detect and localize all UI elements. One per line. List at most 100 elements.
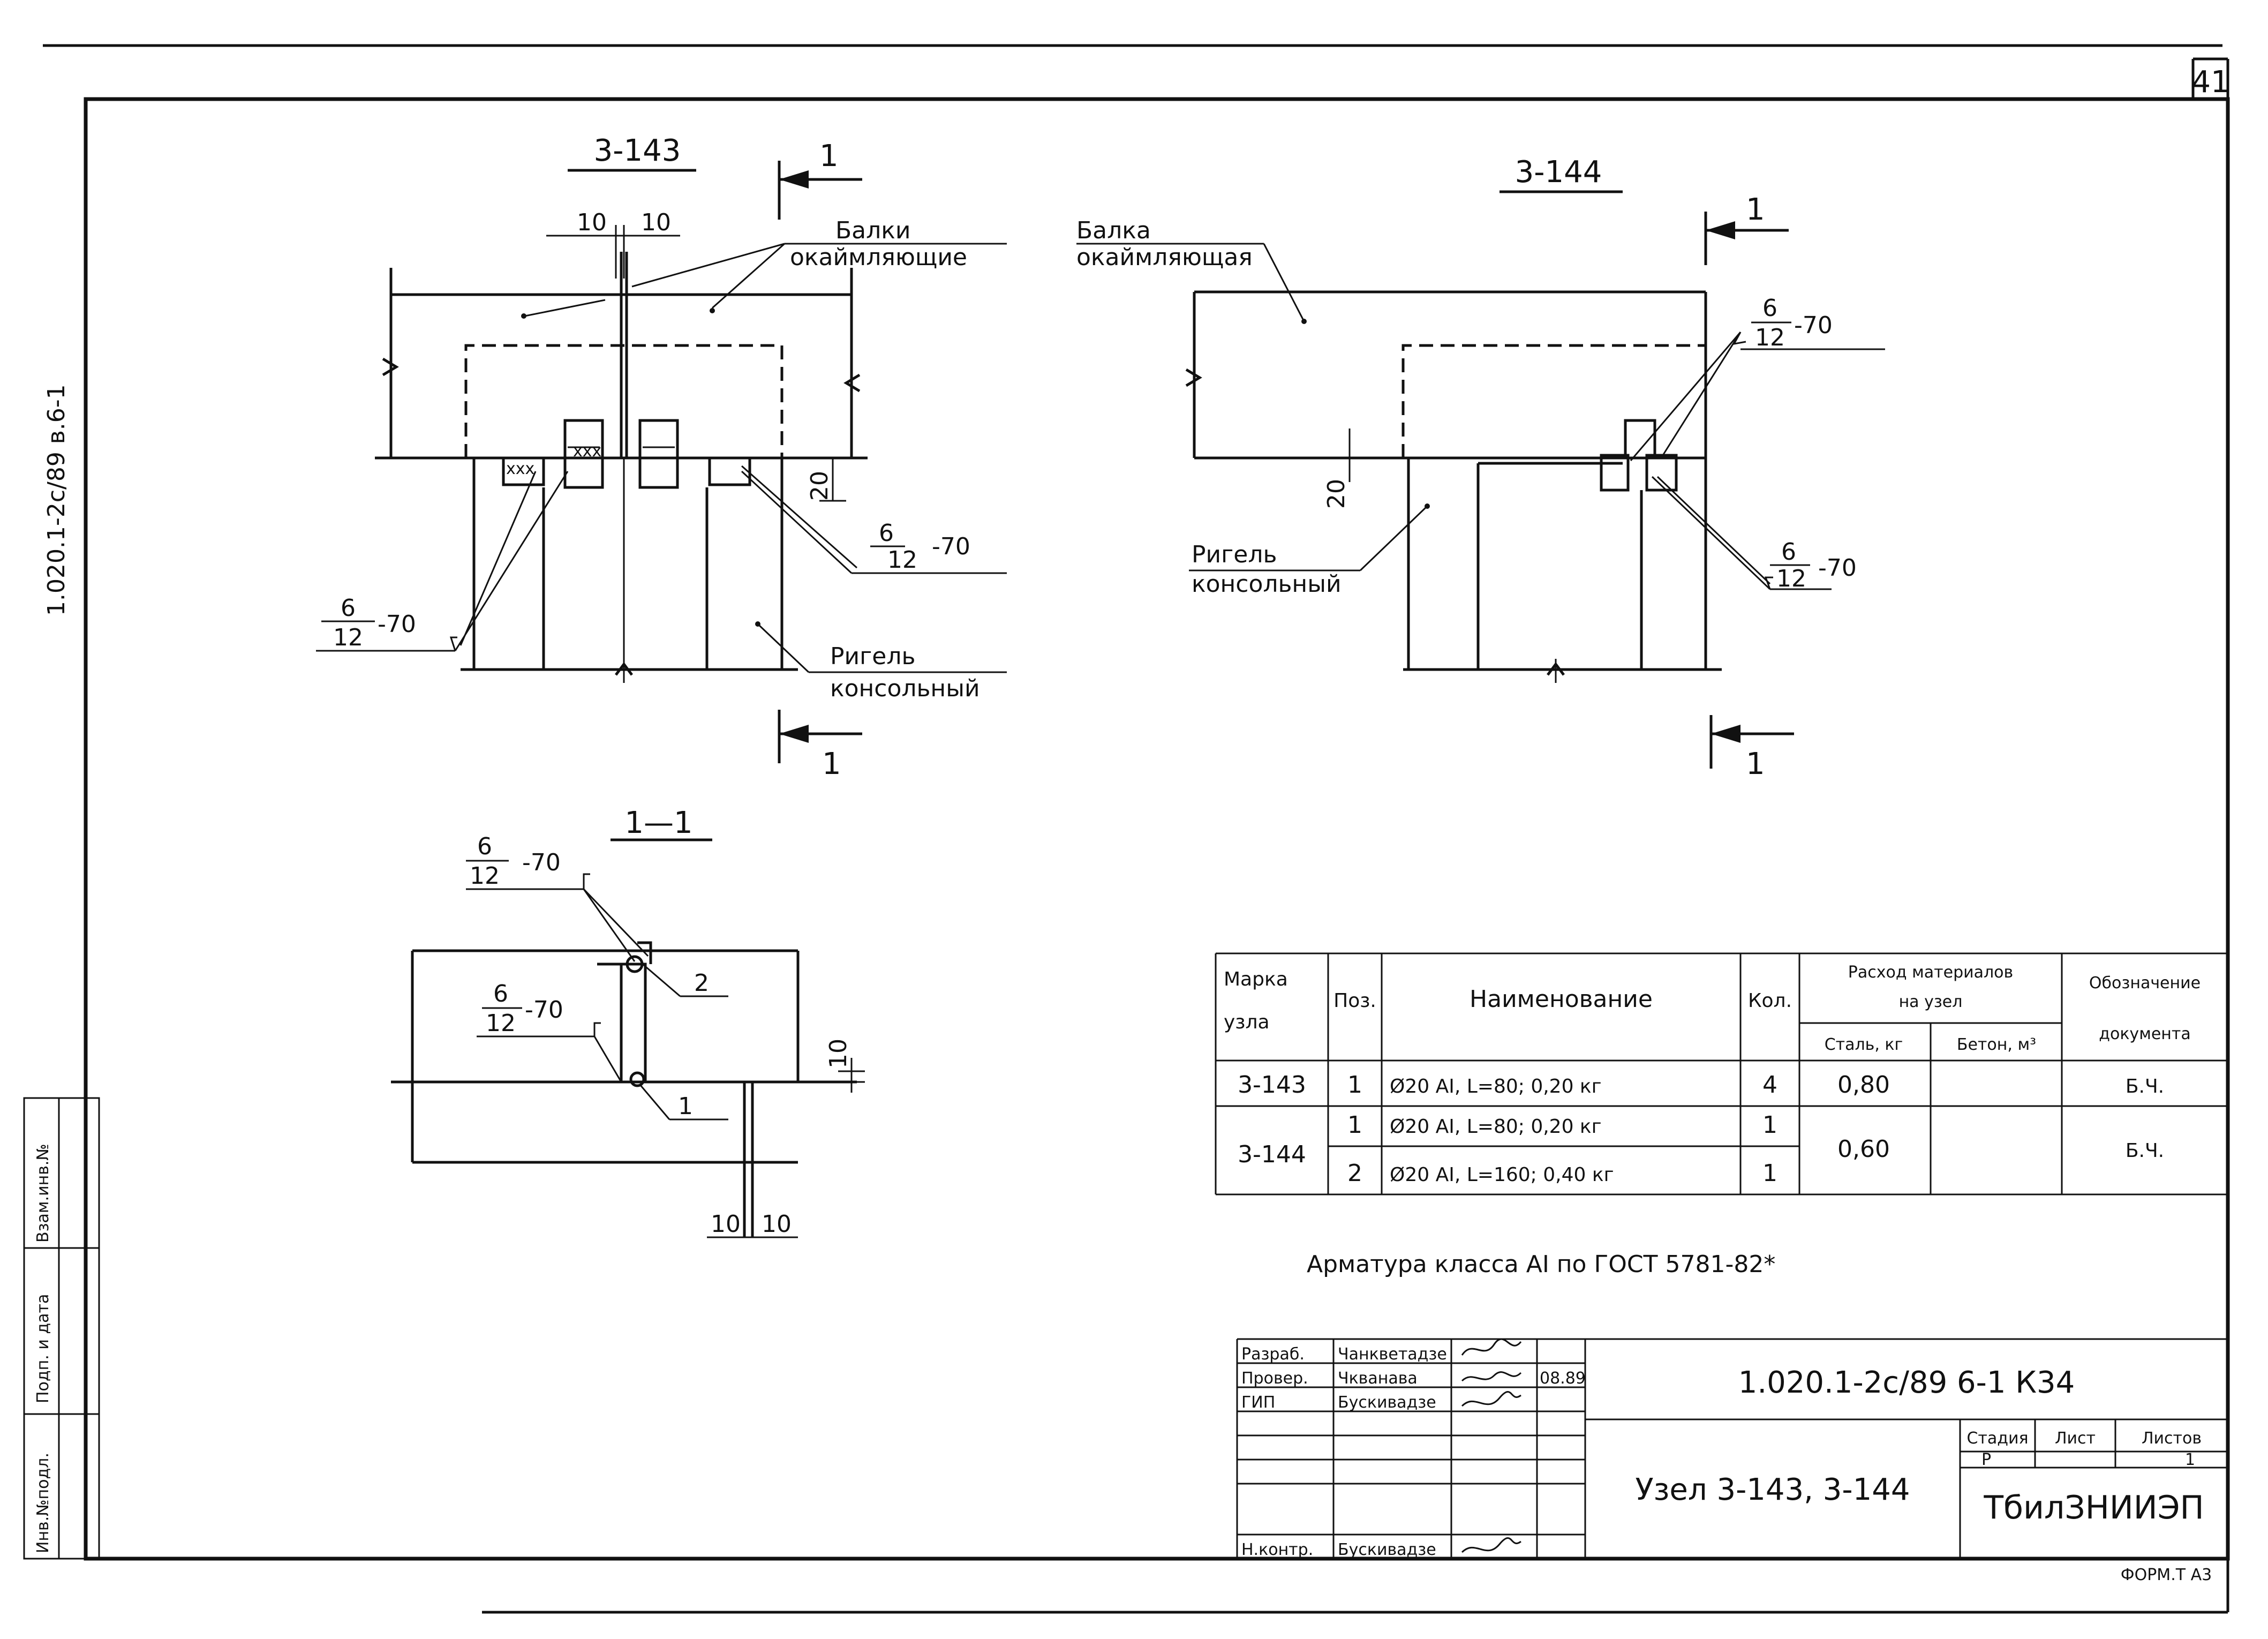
svg-text:Бускивадзе: Бускивадзе: [1338, 1540, 1436, 1559]
svg-text:1: 1: [2185, 1450, 2195, 1469]
svg-text:1: 1: [1762, 1111, 1777, 1139]
node-3-144-title: 3-144: [1515, 155, 1602, 190]
svg-text:1: 1: [1762, 1160, 1777, 1187]
svg-text:узла: узла: [1224, 1011, 1270, 1033]
svg-text:2: 2: [1347, 1160, 1362, 1187]
svg-text:6: 6: [1781, 538, 1796, 566]
svg-text:Ø20 АI, L=80; 0,20 кг: Ø20 АI, L=80; 0,20 кг: [1390, 1076, 1602, 1097]
svg-text:6: 6: [477, 833, 492, 860]
svg-text:0,80: 0,80: [1837, 1071, 1890, 1099]
svg-text:xxx: xxx: [506, 460, 534, 478]
organization-name: ТбилЗНИИЭП: [1983, 1489, 2204, 1527]
sheet-frame: 41 1.020.1-2c/89 в.6-1: [43, 44, 2230, 1614]
svg-text:10: 10: [762, 1211, 792, 1238]
section-1-1-drawing: 1—1 6 12 -70 2 6 12 -70: [391, 806, 865, 1238]
svg-text:10: 10: [711, 1211, 741, 1238]
svg-text:Чанкветадзе: Чанкветадзе: [1338, 1345, 1447, 1364]
signatures: [1461, 1338, 1522, 1553]
section-1-1-title: 1—1: [624, 806, 692, 840]
svg-text:12: 12: [486, 1010, 516, 1037]
row2-marka: 3-144: [1238, 1141, 1306, 1168]
svg-text:08.89: 08.89: [1540, 1369, 1586, 1388]
svg-text:12: 12: [1776, 565, 1806, 592]
svg-text:на узел: на узел: [1899, 993, 1963, 1011]
svg-text:6: 6: [1762, 295, 1777, 322]
side-stamp: Взам.инв.№ Подп. и дата Инв.№подл.: [23, 1097, 100, 1560]
svg-text:Листов: Листов: [2142, 1429, 2202, 1448]
svg-text:Б.Ч.: Б.Ч.: [2126, 1076, 2164, 1097]
svg-text:Инв.№подл.: Инв.№подл.: [34, 1453, 52, 1553]
svg-text:Бускивадзе: Бускивадзе: [1338, 1393, 1436, 1412]
svg-text:12: 12: [887, 546, 917, 574]
svg-text:12: 12: [333, 624, 363, 651]
label-rigel-console-144: консольный: [1192, 570, 1342, 598]
node-name: Узел 3-143, 3-144: [1636, 1472, 1910, 1507]
svg-text:Н.контр.: Н.контр.: [1241, 1540, 1313, 1559]
svg-text:Чкванава: Чкванава: [1338, 1369, 1418, 1388]
svg-text:-70: -70: [522, 849, 561, 876]
label-beams: Балки: [835, 217, 910, 244]
svg-text:Марка: Марка: [1224, 968, 1288, 990]
page-number: 41: [2191, 65, 2229, 100]
svg-text:1: 1: [1347, 1111, 1362, 1139]
label-beam: Балка: [1076, 217, 1151, 244]
svg-text:6: 6: [341, 595, 356, 622]
svg-text:документа: документа: [2099, 1025, 2191, 1043]
svg-text:0,60: 0,60: [1837, 1136, 1890, 1163]
svg-text:20: 20: [806, 471, 833, 501]
svg-text:1: 1: [678, 1093, 693, 1120]
svg-text:ГИП: ГИП: [1241, 1393, 1275, 1412]
svg-text:Поз.: Поз.: [1333, 990, 1376, 1012]
svg-text:6: 6: [879, 520, 894, 547]
label-beam-bordering: окаймляющая: [1076, 244, 1253, 271]
reinforcement-note: Арматура класса АI по ГОСТ 5781-82*: [1307, 1251, 1775, 1278]
svg-text:10: 10: [641, 209, 671, 236]
specification-table: Марка узла Поз. Наименование Кол. Расход…: [1215, 952, 2228, 1278]
svg-text:12: 12: [1755, 324, 1785, 351]
svg-text:2: 2: [694, 969, 709, 997]
svg-text:4: 4: [1762, 1071, 1777, 1099]
svg-text:1: 1: [1746, 747, 1765, 781]
svg-text:Ø20 АI, L=160; 0,40 кг: Ø20 АI, L=160; 0,40 кг: [1390, 1164, 1614, 1186]
svg-text:Кол.: Кол.: [1748, 990, 1792, 1012]
svg-text:Б.Ч.: Б.Ч.: [2126, 1140, 2164, 1162]
svg-text:-70: -70: [1818, 554, 1857, 582]
row1-marka: 3-143: [1238, 1071, 1306, 1099]
label-rigel: Ригель: [830, 643, 915, 670]
svg-text:-70: -70: [378, 611, 416, 638]
format-label: ФОРМ.Т А3: [2121, 1566, 2212, 1584]
svg-text:Стадия: Стадия: [1966, 1429, 2028, 1448]
svg-text:Обозначение: Обозначение: [2089, 974, 2201, 993]
label-rigel-console: консольный: [830, 675, 980, 702]
svg-text:xxx: xxx: [573, 442, 601, 461]
svg-text:Р: Р: [1981, 1450, 1991, 1469]
title-block: Разраб. Провер. ГИП Н.контр. Чанкветадзе…: [1236, 1338, 2228, 1584]
node-3-143-drawing: 3-143 1 10 10 Балки окаймляющие: [316, 133, 1007, 781]
svg-text:Наименование: Наименование: [1470, 986, 1653, 1013]
svg-text:1: 1: [822, 747, 841, 781]
svg-text:Лист: Лист: [2055, 1429, 2096, 1448]
svg-text:Провер.: Провер.: [1241, 1369, 1308, 1388]
svg-text:Бетон, м³: Бетон, м³: [1957, 1035, 2036, 1054]
node-3-143-title: 3-143: [594, 133, 681, 168]
svg-text:1: 1: [819, 139, 839, 174]
document-code: 1.020.1-2с/89 6-1 К34: [1738, 1365, 2075, 1400]
svg-text:-70: -70: [525, 996, 563, 1024]
svg-text:Ø20 АI, L=80; 0,20 кг: Ø20 АI, L=80; 0,20 кг: [1390, 1116, 1602, 1138]
svg-text:1: 1: [1347, 1071, 1362, 1099]
svg-text:10: 10: [825, 1039, 852, 1069]
svg-text:Сталь, кг: Сталь, кг: [1825, 1035, 1903, 1054]
svg-text:1: 1: [1746, 192, 1765, 227]
side-document-code: 1.020.1-2c/89 в.6-1: [43, 384, 70, 616]
svg-text:Подп. и дата: Подп. и дата: [34, 1294, 52, 1403]
svg-text:12: 12: [470, 862, 500, 890]
svg-text:10: 10: [577, 209, 607, 236]
svg-text:6: 6: [493, 980, 508, 1008]
svg-text:20: 20: [1323, 479, 1350, 509]
label-rigel-144: Ригель: [1192, 541, 1277, 568]
svg-text:Расход материалов: Расход материалов: [1848, 963, 2013, 982]
svg-text:Разраб.: Разраб.: [1241, 1345, 1305, 1364]
svg-text:Взам.инв.№: Взам.инв.№: [34, 1144, 52, 1243]
node-3-144-drawing: 3-144 1 Балка окаймляющая 20: [1076, 155, 1885, 781]
